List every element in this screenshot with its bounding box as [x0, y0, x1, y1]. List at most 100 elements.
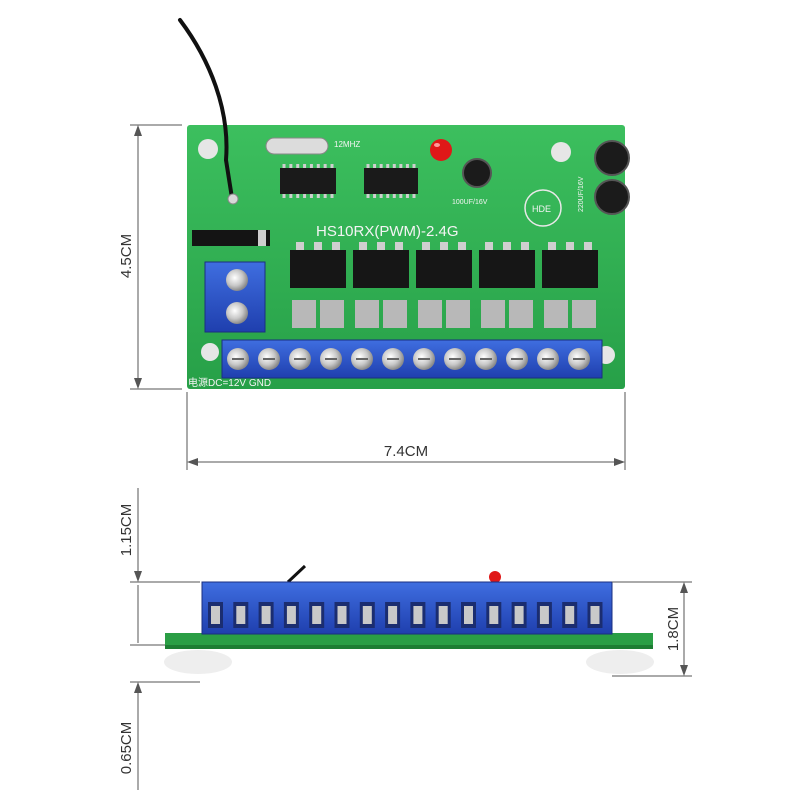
- resistor-pad: [320, 300, 344, 328]
- ic-pin: [386, 164, 390, 168]
- ic-pin: [386, 194, 390, 198]
- side-bottom-label: 0.65CM: [118, 722, 135, 775]
- dim-width: 7.4CM: [186, 392, 626, 470]
- width-label: 7.4CM: [384, 443, 428, 460]
- mosfet-lead: [422, 242, 430, 250]
- terminal-clamp: [362, 606, 372, 624]
- mosfet-lead: [296, 242, 304, 250]
- cap-label-small: 100UF/16V: [452, 199, 488, 206]
- ic-pin: [330, 194, 334, 198]
- ic-pin: [296, 194, 300, 198]
- antenna-stub: [286, 564, 307, 584]
- ic-pin: [379, 194, 383, 198]
- mosfet-lead: [359, 242, 367, 250]
- ic-pin: [316, 164, 320, 168]
- terminal-clamp: [489, 606, 499, 624]
- capacitor-large: [594, 179, 630, 215]
- mount-hole: [551, 142, 571, 162]
- terminal-clamp: [312, 606, 322, 624]
- mosfet-lead: [548, 242, 556, 250]
- terminal-clamp: [211, 606, 220, 624]
- mosfet-lead: [332, 242, 340, 250]
- mosfet-lead: [314, 242, 322, 250]
- ic-pin: [392, 164, 396, 168]
- ic-pin: [282, 194, 286, 198]
- led-highlight: [434, 143, 440, 147]
- antenna-pad: [227, 193, 239, 205]
- mosfet-lead: [458, 242, 466, 250]
- ic-pin: [412, 194, 416, 198]
- mount-hole: [198, 139, 218, 159]
- mosfet-row: [290, 242, 598, 328]
- dim-side-right: 1.8CM: [612, 581, 692, 677]
- ic-pin: [412, 164, 416, 168]
- mosfet: [290, 250, 346, 288]
- mosfet-lead: [566, 242, 574, 250]
- side-view: [164, 564, 654, 674]
- led-red: [430, 139, 452, 161]
- led-side: [489, 571, 501, 583]
- terminal-clamp: [438, 606, 448, 624]
- mosfet: [416, 250, 472, 288]
- resistor-pad: [446, 300, 470, 328]
- ic-pin: [282, 164, 286, 168]
- ic-chip: [280, 168, 336, 194]
- resistor-pad: [481, 300, 505, 328]
- ic-pin: [316, 194, 320, 198]
- resistor-pad: [383, 300, 407, 328]
- standoff: [586, 650, 654, 674]
- capacitor-large: [594, 140, 630, 176]
- mosfet-lead: [503, 242, 511, 250]
- ic-pin: [309, 194, 313, 198]
- crystal-oscillator: [265, 137, 329, 155]
- mosfet: [479, 250, 535, 288]
- mosfet-lead: [521, 242, 529, 250]
- terminal-clamp: [286, 606, 296, 624]
- ic-pin: [303, 194, 307, 198]
- diode: [192, 230, 270, 246]
- ic-pin: [289, 164, 293, 168]
- mosfet: [542, 250, 598, 288]
- pcb-side-shadow: [165, 645, 653, 649]
- dim-side-top: 1.15CM: [118, 488, 200, 583]
- logo-mark: [524, 189, 562, 227]
- side-board-label: 1.8CM: [665, 607, 682, 651]
- diode-band: [258, 230, 266, 246]
- top-view: 12MHZ 100UF/16V 220UF/16V HDE HS10RX(PWM…: [178, 18, 630, 389]
- capacitor-small: [462, 158, 492, 188]
- terminal-clamp: [464, 606, 473, 624]
- terminal-clamp: [514, 606, 524, 624]
- ic-pin: [379, 164, 383, 168]
- ic-pin: [366, 194, 370, 198]
- mount-hole: [201, 343, 219, 361]
- ic-pin: [373, 194, 377, 198]
- resistor-pad: [292, 300, 316, 328]
- ic-pin: [289, 194, 293, 198]
- resistor-pad: [355, 300, 379, 328]
- screw: [226, 302, 248, 324]
- output-screws: [227, 348, 590, 370]
- terminal-clamp: [261, 606, 271, 624]
- terminal-clamp: [565, 606, 575, 624]
- power-label: 电源DC=12V GND: [188, 376, 271, 389]
- ic-pin: [392, 194, 396, 198]
- ic-pin: [405, 164, 409, 168]
- model-label: HS10RX(PWM)-2.4G: [316, 223, 459, 240]
- terminal-clamp: [413, 606, 423, 624]
- dim-height: 4.5CM: [118, 124, 182, 390]
- mosfet-lead: [377, 242, 385, 250]
- dim-side-mid: [130, 585, 165, 646]
- resistor-pad: [572, 300, 596, 328]
- side-terminal-slots: [208, 602, 603, 628]
- resistor-pad: [418, 300, 442, 328]
- mosfet-lead: [584, 242, 592, 250]
- ic-pin: [330, 164, 334, 168]
- crystal-label: 12MHZ: [334, 140, 360, 149]
- resistor-pad: [544, 300, 568, 328]
- mosfet: [353, 250, 409, 288]
- ic-pin: [399, 194, 403, 198]
- antenna-wire: [178, 18, 234, 200]
- dim-side-bottom: 0.65CM: [118, 681, 200, 790]
- screw: [226, 269, 248, 291]
- side-top-label: 1.15CM: [118, 504, 135, 557]
